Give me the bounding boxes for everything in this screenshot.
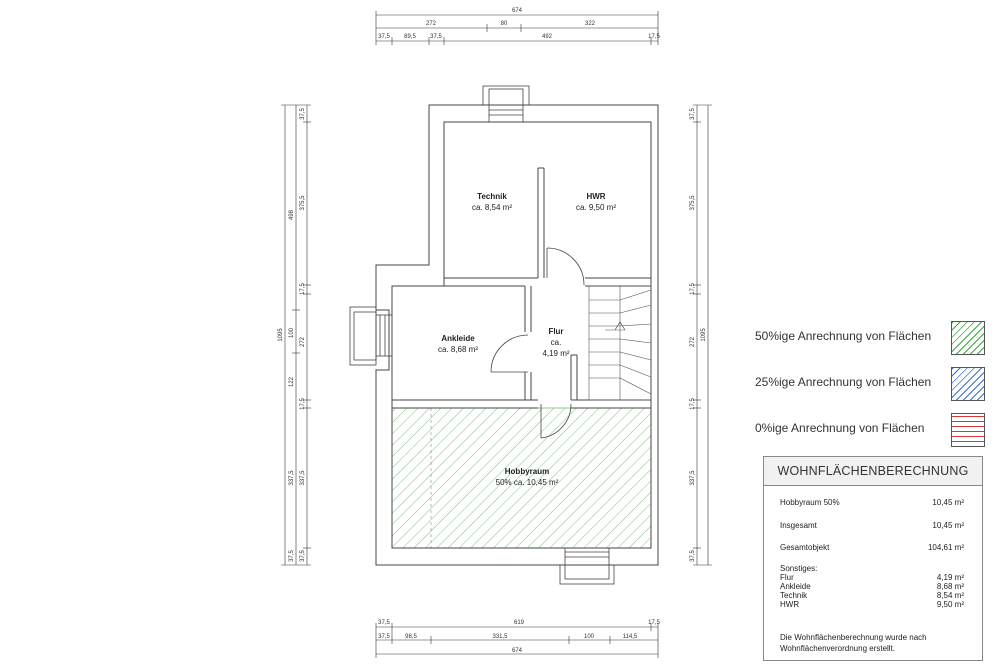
room-technik-area: ca. 8,54 m² [472, 203, 512, 212]
calc-title: WOHNFLÄCHENBERECHNUNG [764, 457, 982, 486]
dim-right-in-3: 272 [690, 336, 696, 347]
calc-row-gesamtobjekt: Gesamtobjekt 104,61 m² [780, 542, 964, 553]
dim-left-in-0: 37,5 [300, 108, 306, 120]
room-hobbyraum-name: Hobbyraum [505, 467, 549, 476]
calc-hwr-value: 9,50 m² [936, 600, 964, 609]
room-hobbyraum-area: 50% ca. 10,45 m² [496, 478, 559, 487]
dim-top-r2-2: 37,5 [430, 34, 442, 40]
dim-right-in-6: 37,5 [690, 550, 696, 562]
dim-bottom-r2-2: 331,5 [492, 634, 508, 640]
room-flur-name: Flur [548, 327, 563, 336]
dim-bottom-r2-0: 37,5 [378, 634, 390, 640]
dim-left-mid-1: 100 [289, 327, 295, 338]
dim-bottom-r2-4: 114,5 [623, 634, 638, 640]
calc-hobbyraum-value: 10,45 m² [932, 498, 964, 507]
dim-left-mid-0: 498 [289, 209, 295, 220]
calc-hobbyraum-label: Hobbyraum 50% [780, 498, 840, 507]
dim-top-r2-0: 37,5 [378, 34, 390, 40]
calc-row-flur: Flur 4,19 m² [780, 572, 964, 583]
dim-left-outer: 1095 [278, 328, 284, 342]
right-dimensions [693, 104, 712, 566]
bottom-dimensions [375, 623, 659, 658]
calc-row-hwr: HWR 9,50 m² [780, 599, 964, 610]
staircase [588, 285, 652, 401]
dim-left-in-2: 17,5 [300, 283, 306, 295]
calc-note: Die Wohnflächenberechnung wurde nach Woh… [780, 632, 972, 654]
dim-right-in-5: 337,5 [690, 470, 696, 486]
dim-bottom-total: 674 [512, 648, 523, 654]
dim-top-r1-0: 272 [426, 21, 437, 27]
calc-note-line2: Wohnflächenverordnung erstellt. [780, 644, 896, 653]
dim-bottom-r1-0: 37,5 [378, 620, 390, 626]
dim-left-in-3: 272 [300, 336, 306, 347]
top-window-bay [482, 85, 530, 122]
bottom-window-bay [559, 548, 615, 585]
dim-top-r2-3: 492 [542, 34, 553, 40]
legend-0: 0%ige Anrechnung von Flächen [755, 413, 985, 449]
calc-ankleide-value: 8,68 m² [936, 582, 964, 591]
legend-50-label: 50%ige Anrechnung von Flächen [755, 329, 932, 343]
calc-row-ankleide: Ankleide 8,68 m² [780, 581, 964, 592]
dim-bottom-r2-1: 98,5 [405, 634, 417, 640]
legend-25-label: 25%ige Anrechnung von Flächen [755, 375, 932, 389]
room-flur-area-2: 4,19 m² [542, 349, 569, 358]
dim-left-in-1: 375,5 [300, 195, 306, 211]
room-hwr-area: ca. 9,50 m² [576, 203, 616, 212]
area-calculation-table: WOHNFLÄCHENBERECHNUNG Hobbyraum 50% 10,4… [763, 456, 983, 661]
room-hwr-name: HWR [586, 192, 605, 201]
legend-0-swatch [951, 413, 985, 447]
calc-hwr-label: HWR [780, 600, 800, 609]
calc-insgesamt-value: 10,45 m² [932, 521, 964, 530]
legend-50-swatch [951, 321, 985, 355]
calc-row-insgesamt: Insgesamt 10,45 m² [780, 520, 964, 531]
dim-bottom-r2-3: 100 [584, 634, 595, 640]
dim-top-r1-1: 80 [501, 21, 508, 27]
dim-top-r1-2: 322 [585, 21, 596, 27]
calc-technik-label: Technik [780, 591, 808, 600]
calc-row-technik: Technik 8,54 m² [780, 590, 964, 601]
room-ankleide-area: ca. 8,68 m² [438, 345, 478, 354]
dim-right-in-4: 17,5 [690, 398, 696, 410]
legend-25-swatch [951, 367, 985, 401]
dim-top-r2-1: 89,5 [404, 34, 416, 40]
calc-flur-value: 4,19 m² [936, 573, 964, 582]
dim-left-in-4: 17,5 [300, 398, 306, 410]
dim-left-in-5: 337,5 [300, 470, 306, 486]
calc-row-hobbyraum: Hobbyraum 50% 10,45 m² [780, 497, 964, 508]
dim-left-mid-2: 122 [289, 376, 295, 387]
calc-technik-value: 8,54 m² [936, 591, 964, 600]
floor-plan: 674 272 80 322 37,5 89,5 37,5 492 17,5 3… [278, 8, 712, 658]
legend-0-label: 0%ige Anrechnung von Flächen [755, 421, 925, 435]
dim-right-in-1: 375,5 [690, 195, 696, 211]
dim-bottom-r1-2: 17,5 [648, 620, 660, 626]
calc-ankleide-label: Ankleide [780, 582, 811, 591]
top-dimensions [375, 11, 659, 45]
dim-right-in-2: 17,5 [690, 283, 696, 295]
dim-top-total: 674 [512, 8, 523, 14]
room-flur-area-1: ca. [551, 338, 562, 347]
calc-note-line1: Die Wohnflächenberechnung wurde nach [780, 633, 927, 642]
room-ankleide-name: Ankleide [441, 334, 475, 343]
legend-25: 25%ige Anrechnung von Flächen [755, 367, 985, 403]
calc-gesamtobjekt-value: 104,61 m² [927, 543, 964, 552]
calc-flur-label: Flur [780, 573, 794, 582]
dim-top-r2-4: 17,5 [648, 34, 660, 40]
calc-insgesamt-label: Insgesamt [780, 521, 817, 530]
calc-gesamtobjekt-label: Gesamtobjekt [780, 543, 830, 552]
legend-50: 50%ige Anrechnung von Flächen [755, 321, 985, 357]
hobbyraum-hatch [391, 407, 652, 549]
dim-left-in-6b: 37,5 [289, 550, 295, 562]
dim-left-in-6: 37,5 [300, 550, 306, 562]
dim-bottom-r1-1: 619 [514, 620, 525, 626]
left-window-bay [349, 306, 392, 366]
dim-left-in-5b: 337,5 [289, 470, 295, 486]
doors [490, 247, 585, 439]
calc-sonstiges-label: Sonstiges: [780, 564, 818, 573]
dim-right-outer: 1095 [701, 328, 707, 342]
dim-right-in-0: 37,5 [690, 108, 696, 120]
room-technik-name: Technik [477, 192, 507, 201]
calc-sonstiges-heading: Sonstiges: [780, 563, 964, 574]
left-dimensions [281, 104, 311, 566]
